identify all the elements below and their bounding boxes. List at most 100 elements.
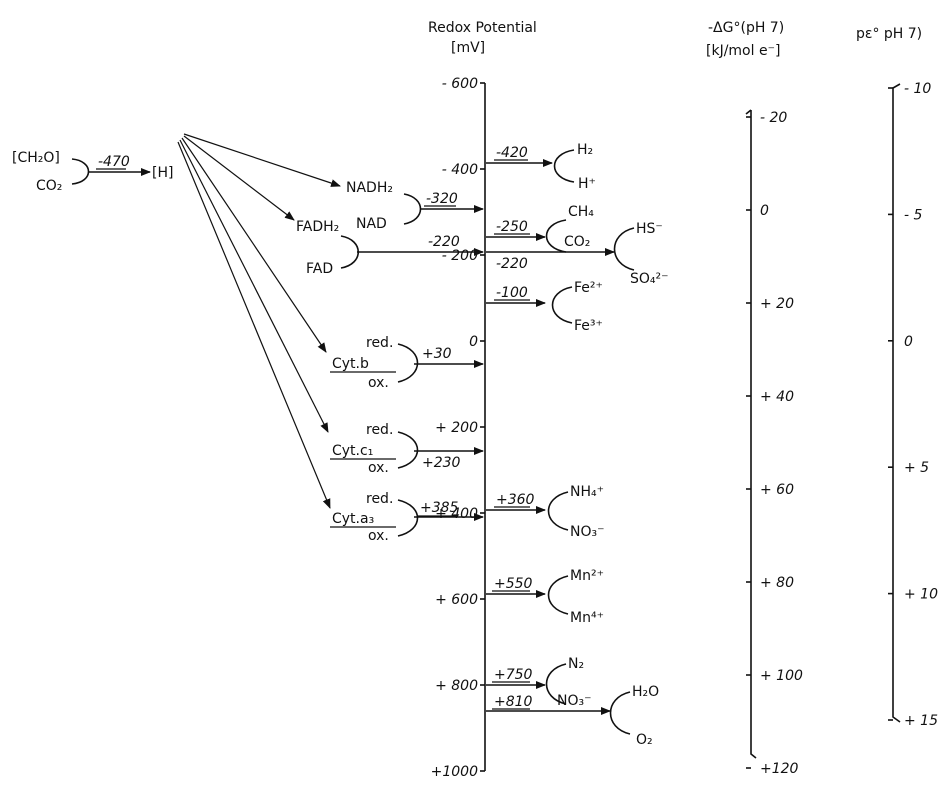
carrier-cyta3-ox: ox. (368, 528, 389, 544)
carrier-nadh2-ox: NAD (356, 216, 387, 232)
acceptor-ch4: -250 CH₄ CO₂ (486, 204, 594, 253)
carrier-fadh2-bracket (340, 235, 359, 269)
carrier-cytc1: red. Cyt.c₁ ox. +230 (330, 422, 484, 476)
carrier-cytb-name: Cyt.b (332, 356, 369, 372)
source-ox-label: CO₂ (36, 178, 62, 194)
acceptor-n2-bracket (545, 663, 567, 705)
redox-potential-title: Redox Potential (428, 20, 537, 36)
acceptor-fe: -100 Fe²⁺ Fe³⁺ (486, 280, 603, 334)
delta-g-axis-tick-label: + 40 (760, 389, 794, 405)
carrier-cytb-red: red. (366, 335, 393, 351)
acceptor-nh4-bracket (547, 491, 569, 531)
acceptor-h2-red: H₂ (577, 142, 593, 158)
redox-axis-tick-label: + 600 (435, 592, 478, 608)
carrier-cytc1-red: red. (366, 422, 393, 438)
redox-axis-tick-label: - 200 (442, 248, 478, 264)
acceptor-fe-bracket (551, 286, 573, 324)
acceptor-n2: +750 N₂ NO₃⁻ (486, 656, 592, 709)
pe-axis-line (892, 83, 901, 723)
delta-g-axis-tick-label: +120 (760, 761, 799, 777)
delta-g-axis-tick-label: + 80 (760, 575, 794, 591)
carrier-fadh2-red: FADH₂ (296, 219, 339, 235)
delta-g-axis-tick-label: + 20 (760, 296, 794, 312)
acceptor-hs-potential: -220 (496, 256, 528, 272)
delta-g-axis-tick-label: - 20 (760, 110, 787, 126)
carrier-fadh2-ox: FAD (306, 261, 333, 277)
acceptor-ch4-bracket (545, 219, 567, 253)
acceptor-h2o-potential: +810 (494, 694, 533, 710)
delta-g-axis-line (750, 110, 757, 759)
acceptor-h2o-red: H₂O (632, 684, 659, 700)
acceptor-ch4-red: CH₄ (568, 204, 594, 220)
arrow-h-to-fadh2 (183, 135, 295, 221)
carrier-cyta3: red. Cyt.a₃ ox. +385 (330, 491, 484, 544)
pe-axis-tick-label: 0 (904, 334, 913, 350)
delta-g-axis-tick-label: + 100 (760, 668, 803, 684)
carrier-cytb-potential: +30 (422, 346, 452, 362)
acceptor-h2o-bracket (609, 691, 631, 735)
arrow-h-to-nadh2 (183, 133, 341, 187)
carrier-cytc1-bracket (397, 431, 419, 469)
arrow-h-to-cytc1 (179, 139, 329, 433)
acceptor-nh4: +360 NH₄⁺ NO₃⁻ (486, 484, 605, 540)
redox-axis-tick-label: + 800 (435, 678, 478, 694)
carrier-nadh2-potential: -320 (426, 191, 458, 207)
carrier-nadh2: NADH₂ NAD -320 (346, 180, 484, 232)
redox-potential-unit: [mV] (451, 40, 485, 56)
source-potential: -470 (98, 154, 130, 170)
acceptor-h2-ox: H⁺ (578, 176, 596, 192)
acceptor-h2o: +810 H₂O O₂ (486, 684, 659, 748)
pe-title: pε° pH 7) (856, 26, 922, 42)
redox-axis-tick-label: + 200 (435, 420, 478, 436)
acceptor-fe-potential: -100 (496, 285, 528, 301)
carrier-cytc1-ox: ox. (368, 460, 389, 476)
acceptor-mn-ox: Mn⁴⁺ (570, 610, 604, 626)
carrier-cytb-ox: ox. (368, 375, 389, 391)
acceptor-mn: +550 Mn²⁺ Mn⁴⁺ (486, 568, 604, 626)
carrier-fadh2-potential: -220 (428, 234, 460, 250)
acceptor-hs-bracket (613, 227, 635, 271)
carrier-cytb: red. Cyt.b ox. +30 (330, 335, 484, 391)
pe-axis-tick-label: + 10 (904, 587, 938, 603)
carrier-cyta3-red: red. (366, 491, 393, 507)
redox-axis-tick-label: 0 (469, 334, 478, 350)
acceptor-nh4-potential: +360 (496, 492, 535, 508)
carrier-nadh2-red: NADH₂ (346, 180, 393, 196)
arrow-h-to-cyta3 (177, 141, 331, 509)
h-fanout-arrows (177, 133, 341, 509)
pe-axis-tick-label: - 10 (904, 81, 931, 97)
arrow-h-to-cytb (181, 137, 327, 353)
source-product-label: [H] (152, 165, 173, 181)
pe-axis-tick-label: + 5 (904, 460, 929, 476)
acceptor-n2-potential: +750 (494, 667, 533, 683)
pe-axis-tick-label: - 5 (904, 207, 923, 223)
acceptor-hs-ox: SO₄²⁻ (630, 271, 669, 287)
carrier-cytb-bracket (397, 343, 419, 383)
redox-axis-tick-label: +1000 (431, 764, 478, 780)
acceptor-fe-red: Fe²⁺ (574, 280, 603, 296)
pe-axis-tick-label: + 15 (904, 713, 938, 729)
pe-axis-ticks: - 10 - 5 0 + 5 + 10 + 15 (888, 81, 938, 729)
acceptor-h2-potential: -420 (496, 145, 528, 161)
carrier-fadh2: FADH₂ FAD -220 (296, 219, 484, 277)
acceptor-hs: -220 HS⁻ SO₄²⁻ (486, 221, 669, 287)
carrier-cyta3-potential: +385 (420, 500, 459, 516)
acceptor-ch4-ox: CO₂ (564, 234, 590, 250)
acceptor-mn-bracket (547, 575, 569, 615)
delta-g-axis-tick-label: + 60 (760, 482, 794, 498)
acceptor-n2-red: N₂ (568, 656, 584, 672)
acceptor-nh4-red: NH₄⁺ (570, 484, 604, 500)
carrier-cyta3-name: Cyt.a₃ (332, 511, 374, 527)
source-red-label: [CH₂O] (12, 150, 60, 166)
acceptor-n2-ox: NO₃⁻ (557, 693, 592, 709)
acceptor-nh4-ox: NO₃⁻ (570, 524, 605, 540)
source-couple: [CH₂O] CO₂ -470 [H] (12, 150, 173, 194)
delta-g-axis-tick-label: 0 (760, 203, 769, 219)
carrier-cyta3-bracket (397, 499, 419, 537)
source-bracket (71, 158, 90, 185)
acceptor-hs-red: HS⁻ (636, 221, 663, 237)
acceptor-h2: -420 H₂ H⁺ (486, 142, 596, 192)
acceptor-mn-red: Mn²⁺ (570, 568, 604, 584)
